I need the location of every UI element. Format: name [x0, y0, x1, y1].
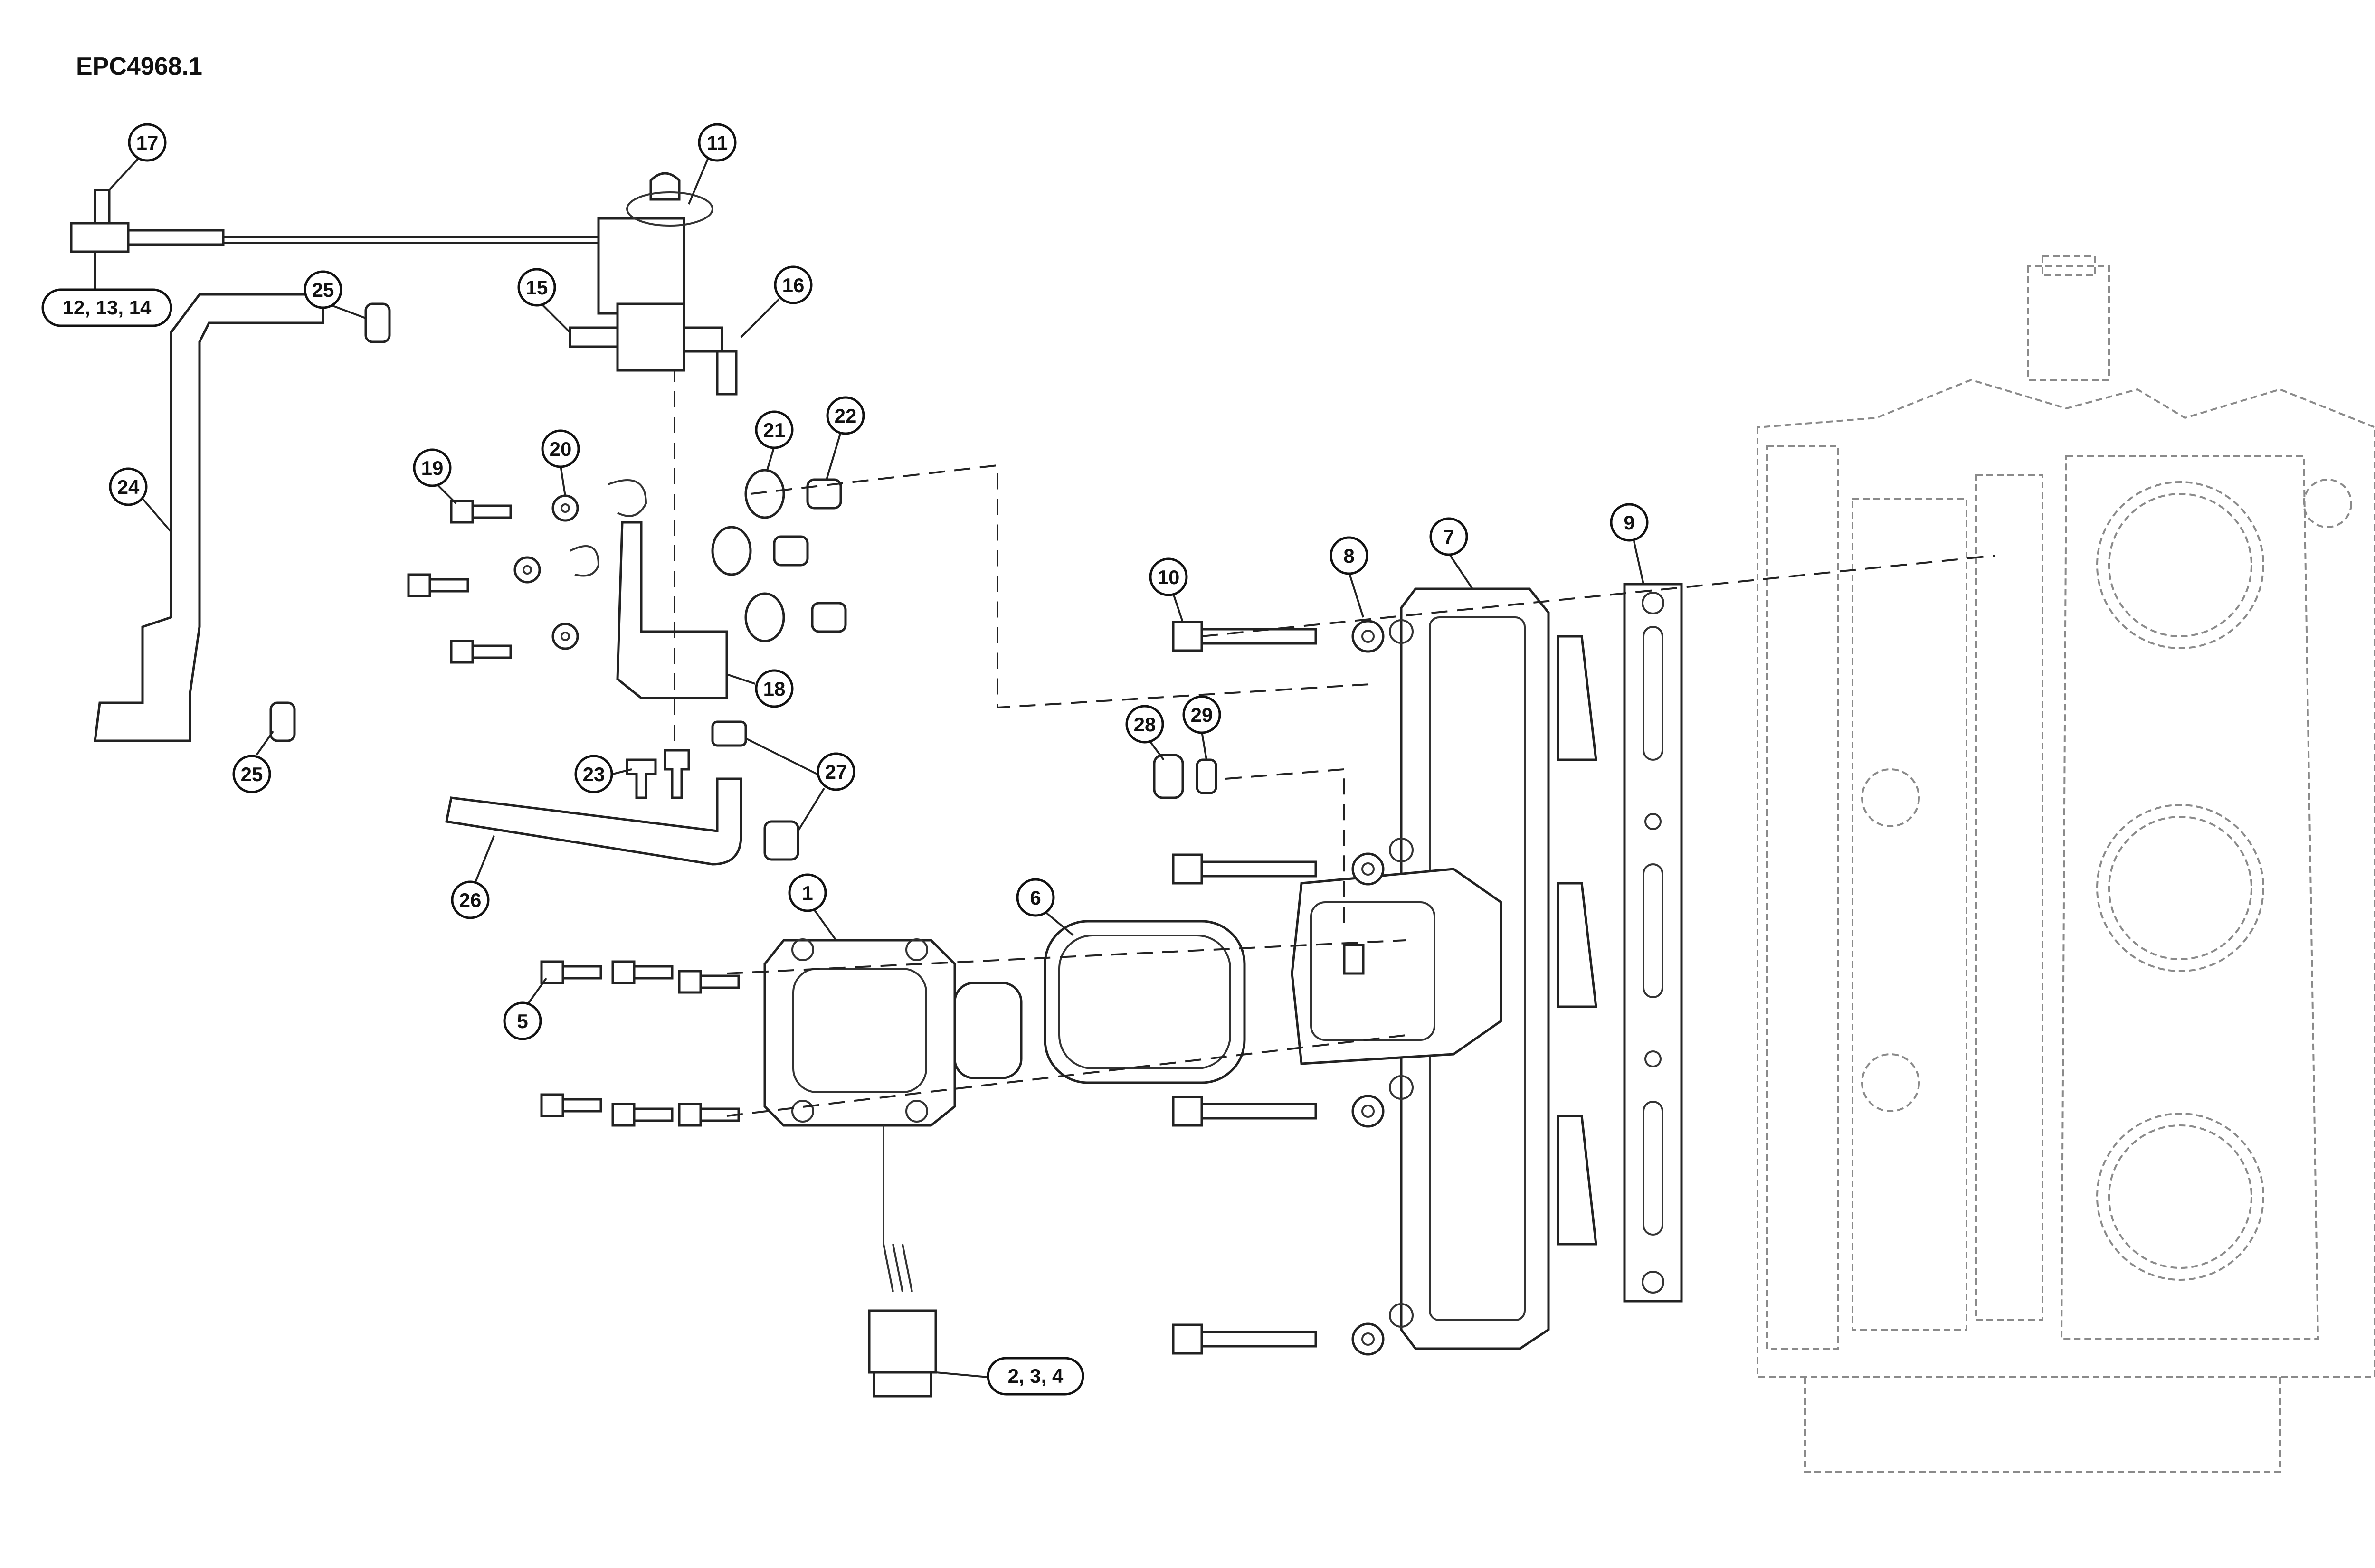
callout-label: 5 — [517, 1010, 528, 1032]
callout-label: 8 — [1343, 545, 1354, 567]
callout-label: 29 — [1191, 704, 1213, 726]
actuator-part-1 — [763, 938, 1023, 1127]
sensor-assembly-parts-11-15-16 — [569, 172, 738, 396]
bracket-part-18 — [570, 479, 728, 699]
callout-16: 16 — [774, 265, 813, 304]
callout-27: 27 — [817, 752, 855, 791]
callout-label: 12, 13, 14 — [63, 296, 152, 319]
callout-11: 11 — [698, 123, 737, 162]
callout-20: 20 — [541, 429, 580, 468]
callout-22: 22 — [826, 396, 865, 435]
callout-19: 19 — [413, 448, 452, 487]
bolts-part-19 — [407, 500, 512, 664]
callout-label: 10 — [1158, 566, 1180, 588]
callout-15: 15 — [517, 268, 556, 307]
callout-label: 2, 3, 4 — [1008, 1365, 1064, 1387]
callout-label: 25 — [241, 763, 263, 785]
callout-12-13-14: 12, 13, 14 — [41, 288, 172, 327]
sensor-cable-part-17 — [70, 189, 598, 253]
callout-label: 21 — [763, 419, 786, 441]
engine-block-ghost — [1757, 255, 2375, 1473]
callout-label: 22 — [835, 405, 857, 427]
callout-6: 6 — [1016, 878, 1055, 917]
small-bolts-part-5 — [540, 960, 740, 1127]
screws-part-23 — [626, 749, 690, 799]
callout-8: 8 — [1330, 536, 1368, 575]
clamp-parts-25 — [269, 302, 391, 742]
fittings-parts-28-29 — [1153, 754, 1217, 799]
callout-label: 23 — [583, 763, 605, 785]
seal-ring-part-6 — [1044, 920, 1246, 1084]
callout-label: 1 — [802, 882, 813, 904]
caps-part-27 — [711, 720, 799, 861]
callout-label: 19 — [421, 457, 444, 479]
long-bolts-part-10 — [1172, 621, 1317, 1355]
callout-label: 24 — [117, 476, 140, 498]
callout-29: 29 — [1182, 695, 1221, 734]
callout-label: 7 — [1443, 526, 1454, 548]
callout-7: 7 — [1429, 517, 1468, 556]
callout-label: 16 — [782, 274, 805, 296]
callout-label: 11 — [707, 132, 728, 154]
callout-9: 9 — [1610, 503, 1649, 542]
callout-label: 20 — [550, 438, 572, 460]
callout-label: 18 — [763, 678, 786, 700]
callout-label: 27 — [825, 761, 847, 783]
sleeves-part-22 — [773, 478, 847, 633]
callout-label: 26 — [459, 889, 482, 911]
pipe-part-26 — [445, 777, 742, 866]
callout-1: 1 — [788, 873, 827, 912]
callout-5: 5 — [503, 1001, 542, 1040]
callout-23: 23 — [574, 755, 613, 793]
callout-label: 17 — [136, 132, 159, 154]
callouts: 1 2, 3, 4 5 6 7 8 9 10 11 12, 13, 14 — [41, 123, 1649, 1396]
harness-connector-parts-2-3-4 — [868, 1125, 937, 1398]
callout-26: 26 — [451, 880, 490, 919]
manifold-part-7 — [1291, 587, 1597, 1350]
callout-25-top: 25 — [304, 270, 342, 309]
callout-28: 28 — [1125, 705, 1164, 744]
callout-label: 28 — [1134, 713, 1156, 736]
washers-part-8 — [1351, 620, 1385, 1356]
gasket-part-9 — [1623, 583, 1683, 1303]
callout-21: 21 — [755, 410, 794, 449]
callout-17: 17 — [128, 123, 167, 162]
washers-part-20 — [513, 494, 579, 650]
callout-label: 15 — [526, 276, 548, 299]
callout-label: 9 — [1624, 511, 1634, 534]
callout-18: 18 — [755, 669, 794, 708]
grommets-part-21 — [711, 469, 785, 642]
callout-10: 10 — [1149, 557, 1188, 596]
diagram-reference-code: EPC4968.1 — [76, 53, 202, 80]
callout-label: 25 — [312, 279, 334, 301]
callout-25-bottom: 25 — [232, 755, 271, 793]
callout-24: 24 — [109, 467, 148, 506]
callout-label: 6 — [1030, 887, 1041, 909]
hose-part-24 — [94, 293, 324, 742]
assembly-lines — [674, 370, 1995, 1117]
callout-2-3-4: 2, 3, 4 — [987, 1357, 1084, 1396]
